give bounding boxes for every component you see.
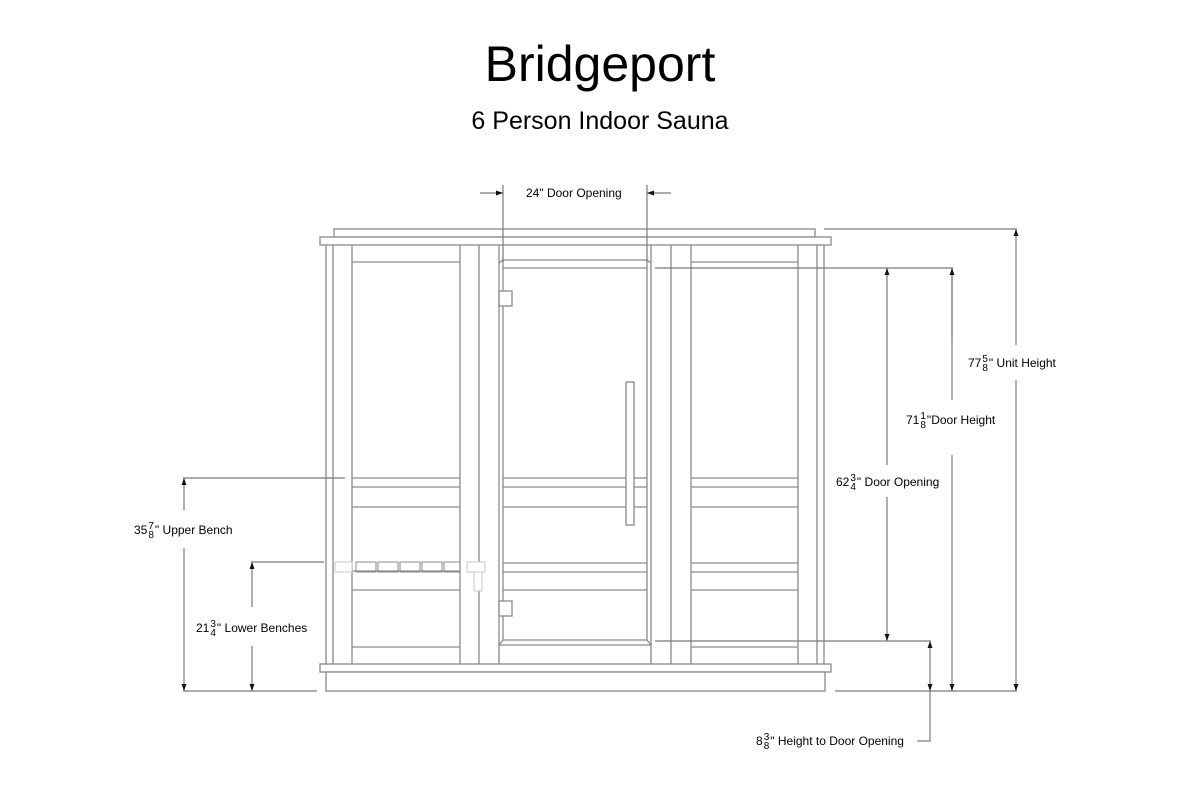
heater-slat xyxy=(399,561,421,573)
base-trim xyxy=(319,663,832,673)
height-to-door-opening-text: Height to Door Opening xyxy=(777,734,904,749)
door-top-frame xyxy=(498,259,652,269)
door-height-text: Door Height xyxy=(931,413,996,428)
door-opening-height-text: Door Opening xyxy=(864,475,940,490)
heater-slat xyxy=(421,561,443,573)
door-width-value: 24 xyxy=(526,186,540,200)
base-plinth xyxy=(325,671,826,692)
drawing-subtitle: 6 Person Indoor Sauna xyxy=(471,107,729,135)
lower-benches-text: Lower Benches xyxy=(224,621,308,636)
roof-top-cap xyxy=(333,228,816,238)
door-handle xyxy=(625,381,635,526)
inch-mark: " xyxy=(856,475,862,490)
inch-mark: " xyxy=(154,523,160,538)
door-hinge-top xyxy=(498,290,513,307)
drawing-title: Bridgeport xyxy=(484,36,716,92)
inch-mark: " xyxy=(539,186,544,200)
door-hinge-bottom xyxy=(498,600,513,617)
heater-slat xyxy=(443,561,461,573)
door-width-label: 24" Door Opening xyxy=(526,186,622,200)
door-width-text: Door Opening xyxy=(546,186,622,200)
door-opening-height-value: 62 xyxy=(836,475,850,490)
roof-trim xyxy=(319,236,832,246)
unit-height-value: 77 xyxy=(968,356,982,371)
height-to-door-opening-value: 8 xyxy=(756,734,763,749)
dimension-lines xyxy=(181,185,1019,742)
inch-mark: " xyxy=(988,356,994,371)
inch-mark: " xyxy=(926,413,932,428)
door-bottom-frame xyxy=(498,639,653,646)
unit-height-text: Unit Height xyxy=(996,356,1056,371)
inch-mark: " xyxy=(770,734,775,749)
sill-height-leader xyxy=(917,691,931,742)
heater-slat xyxy=(355,561,377,573)
sauna-cabinet xyxy=(319,228,832,692)
heater-guard xyxy=(334,561,486,592)
inch-mark: " xyxy=(216,621,222,636)
upper-bench-text: Upper Bench xyxy=(162,523,233,538)
door-height-value: 71 xyxy=(906,413,920,428)
lower-benches-value: 21 xyxy=(196,621,210,636)
heater-slat xyxy=(377,561,399,573)
upper-bench-value: 35 xyxy=(134,523,148,538)
